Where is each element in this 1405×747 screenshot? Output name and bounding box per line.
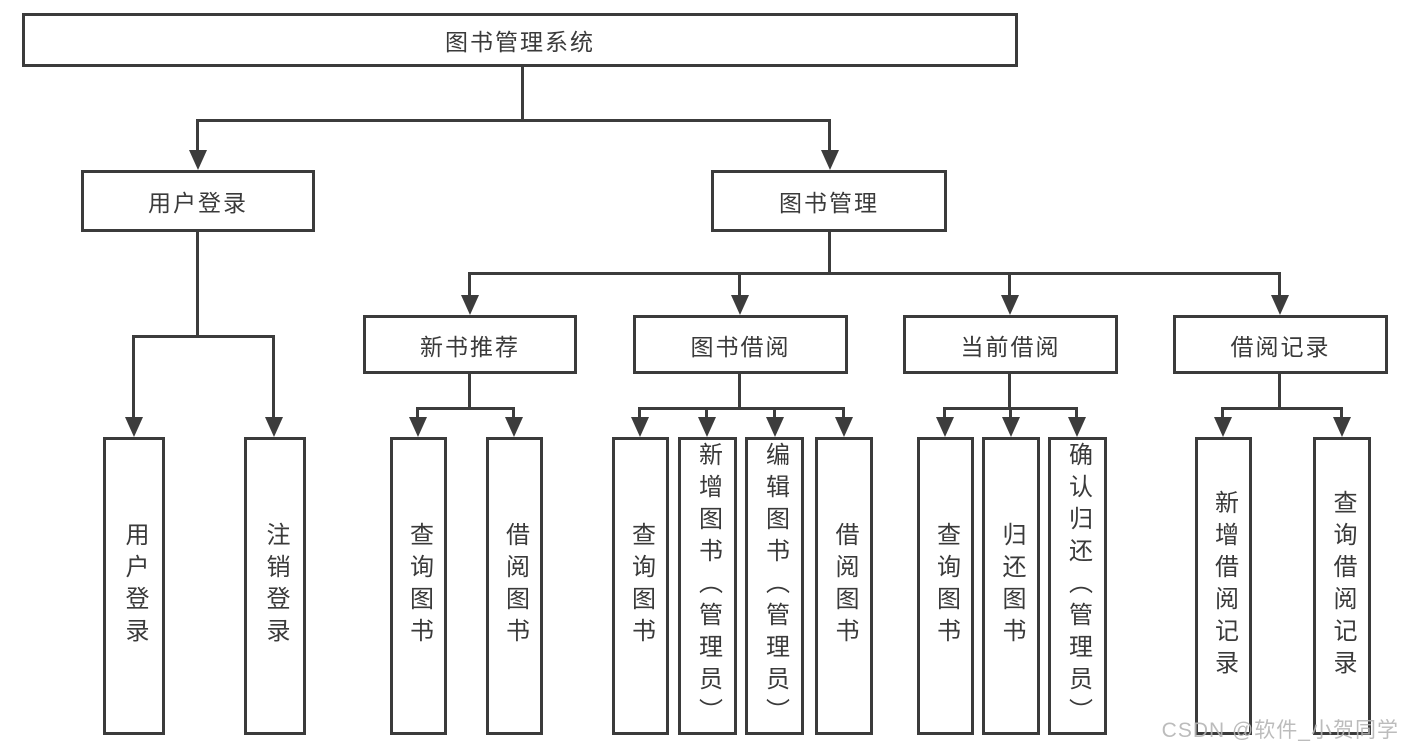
arrow-down-icon	[1001, 295, 1019, 315]
arrow-down-icon	[189, 150, 207, 170]
arrow-down-icon	[936, 417, 954, 437]
arrow-down-icon	[766, 417, 784, 437]
connector-arrow-shaft	[1278, 272, 1281, 297]
arrow-down-icon	[265, 417, 283, 437]
connector-arrow-shaft	[196, 119, 199, 152]
node-book-management: 图书管理	[711, 170, 947, 232]
node-library-management-system: 图书管理系统	[22, 13, 1018, 67]
connector-arrow-shaft	[738, 272, 741, 297]
node-user-login: 用户登录	[81, 170, 315, 232]
connector-arrow-shaft	[272, 335, 275, 419]
connector-line	[197, 119, 831, 122]
leaf-query-books-current: 查询图书	[917, 437, 974, 735]
connector-arrow-shaft	[638, 407, 641, 419]
connector-arrow-shaft	[828, 119, 831, 152]
connector-line	[417, 407, 515, 410]
csdn-watermark: CSDN @软件_小贺同学	[1161, 719, 1399, 742]
connector-line	[1008, 374, 1011, 410]
connector-arrow-shaft	[842, 407, 845, 419]
connector-arrow-shaft	[1075, 407, 1078, 419]
connector-line	[133, 335, 275, 338]
leaf-query-books-borrowing: 查询图书	[612, 437, 669, 735]
leaf-query-books-recommend: 查询图书	[390, 437, 447, 735]
arrow-down-icon	[631, 417, 649, 437]
arrow-down-icon	[1214, 417, 1232, 437]
connector-arrow-shaft	[705, 407, 708, 419]
connector-line	[1278, 374, 1281, 410]
connector-line	[469, 272, 1281, 275]
leaf-confirm-return-admin: 确认归还（管理员）	[1048, 437, 1107, 735]
arrow-down-icon	[125, 417, 143, 437]
arrow-down-icon	[409, 417, 427, 437]
leaf-add-book-admin: 新增图书（管理员）	[678, 437, 737, 735]
arrow-down-icon	[1002, 417, 1020, 437]
connector-line	[468, 374, 471, 410]
leaf-logout: 注销登录	[244, 437, 306, 735]
connector-arrow-shaft	[1221, 407, 1224, 419]
connector-line	[738, 374, 741, 410]
leaf-borrow-books-recommend: 借阅图书	[486, 437, 543, 735]
connector-arrow-shaft	[1340, 407, 1343, 419]
arrow-down-icon	[1068, 417, 1086, 437]
node-current-borrowing: 当前借阅	[903, 315, 1118, 374]
connector-line	[828, 232, 831, 275]
arrow-down-icon	[1333, 417, 1351, 437]
arrow-down-icon	[821, 150, 839, 170]
connector-line	[1222, 407, 1343, 410]
arrow-down-icon	[731, 295, 749, 315]
connector-arrow-shaft	[416, 407, 419, 419]
leaf-return-books: 归还图书	[982, 437, 1040, 735]
node-borrowing-records: 借阅记录	[1173, 315, 1388, 374]
connector-arrow-shaft	[468, 272, 471, 297]
leaf-edit-book-admin: 编辑图书（管理员）	[745, 437, 804, 735]
leaf-user-login: 用户登录	[103, 437, 165, 735]
arrow-down-icon	[461, 295, 479, 315]
connector-line	[196, 232, 199, 337]
arrow-down-icon	[835, 417, 853, 437]
connector-line	[521, 67, 524, 121]
connector-arrow-shaft	[132, 335, 135, 419]
connector-arrow-shaft	[512, 407, 515, 419]
node-new-book-recommendation: 新书推荐	[363, 315, 577, 374]
connector-arrow-shaft	[943, 407, 946, 419]
connector-arrow-shaft	[1008, 272, 1011, 297]
connector-arrow-shaft	[773, 407, 776, 419]
node-book-borrowing: 图书借阅	[633, 315, 848, 374]
arrow-down-icon	[505, 417, 523, 437]
leaf-add-borrow-record: 新增借阅记录	[1195, 437, 1252, 735]
arrow-down-icon	[698, 417, 716, 437]
leaf-query-borrow-record: 查询借阅记录	[1313, 437, 1371, 735]
arrow-down-icon	[1271, 295, 1289, 315]
connector-line	[639, 407, 845, 410]
leaf-borrow-books-borrowing: 借阅图书	[815, 437, 873, 735]
connector-arrow-shaft	[1009, 407, 1012, 419]
